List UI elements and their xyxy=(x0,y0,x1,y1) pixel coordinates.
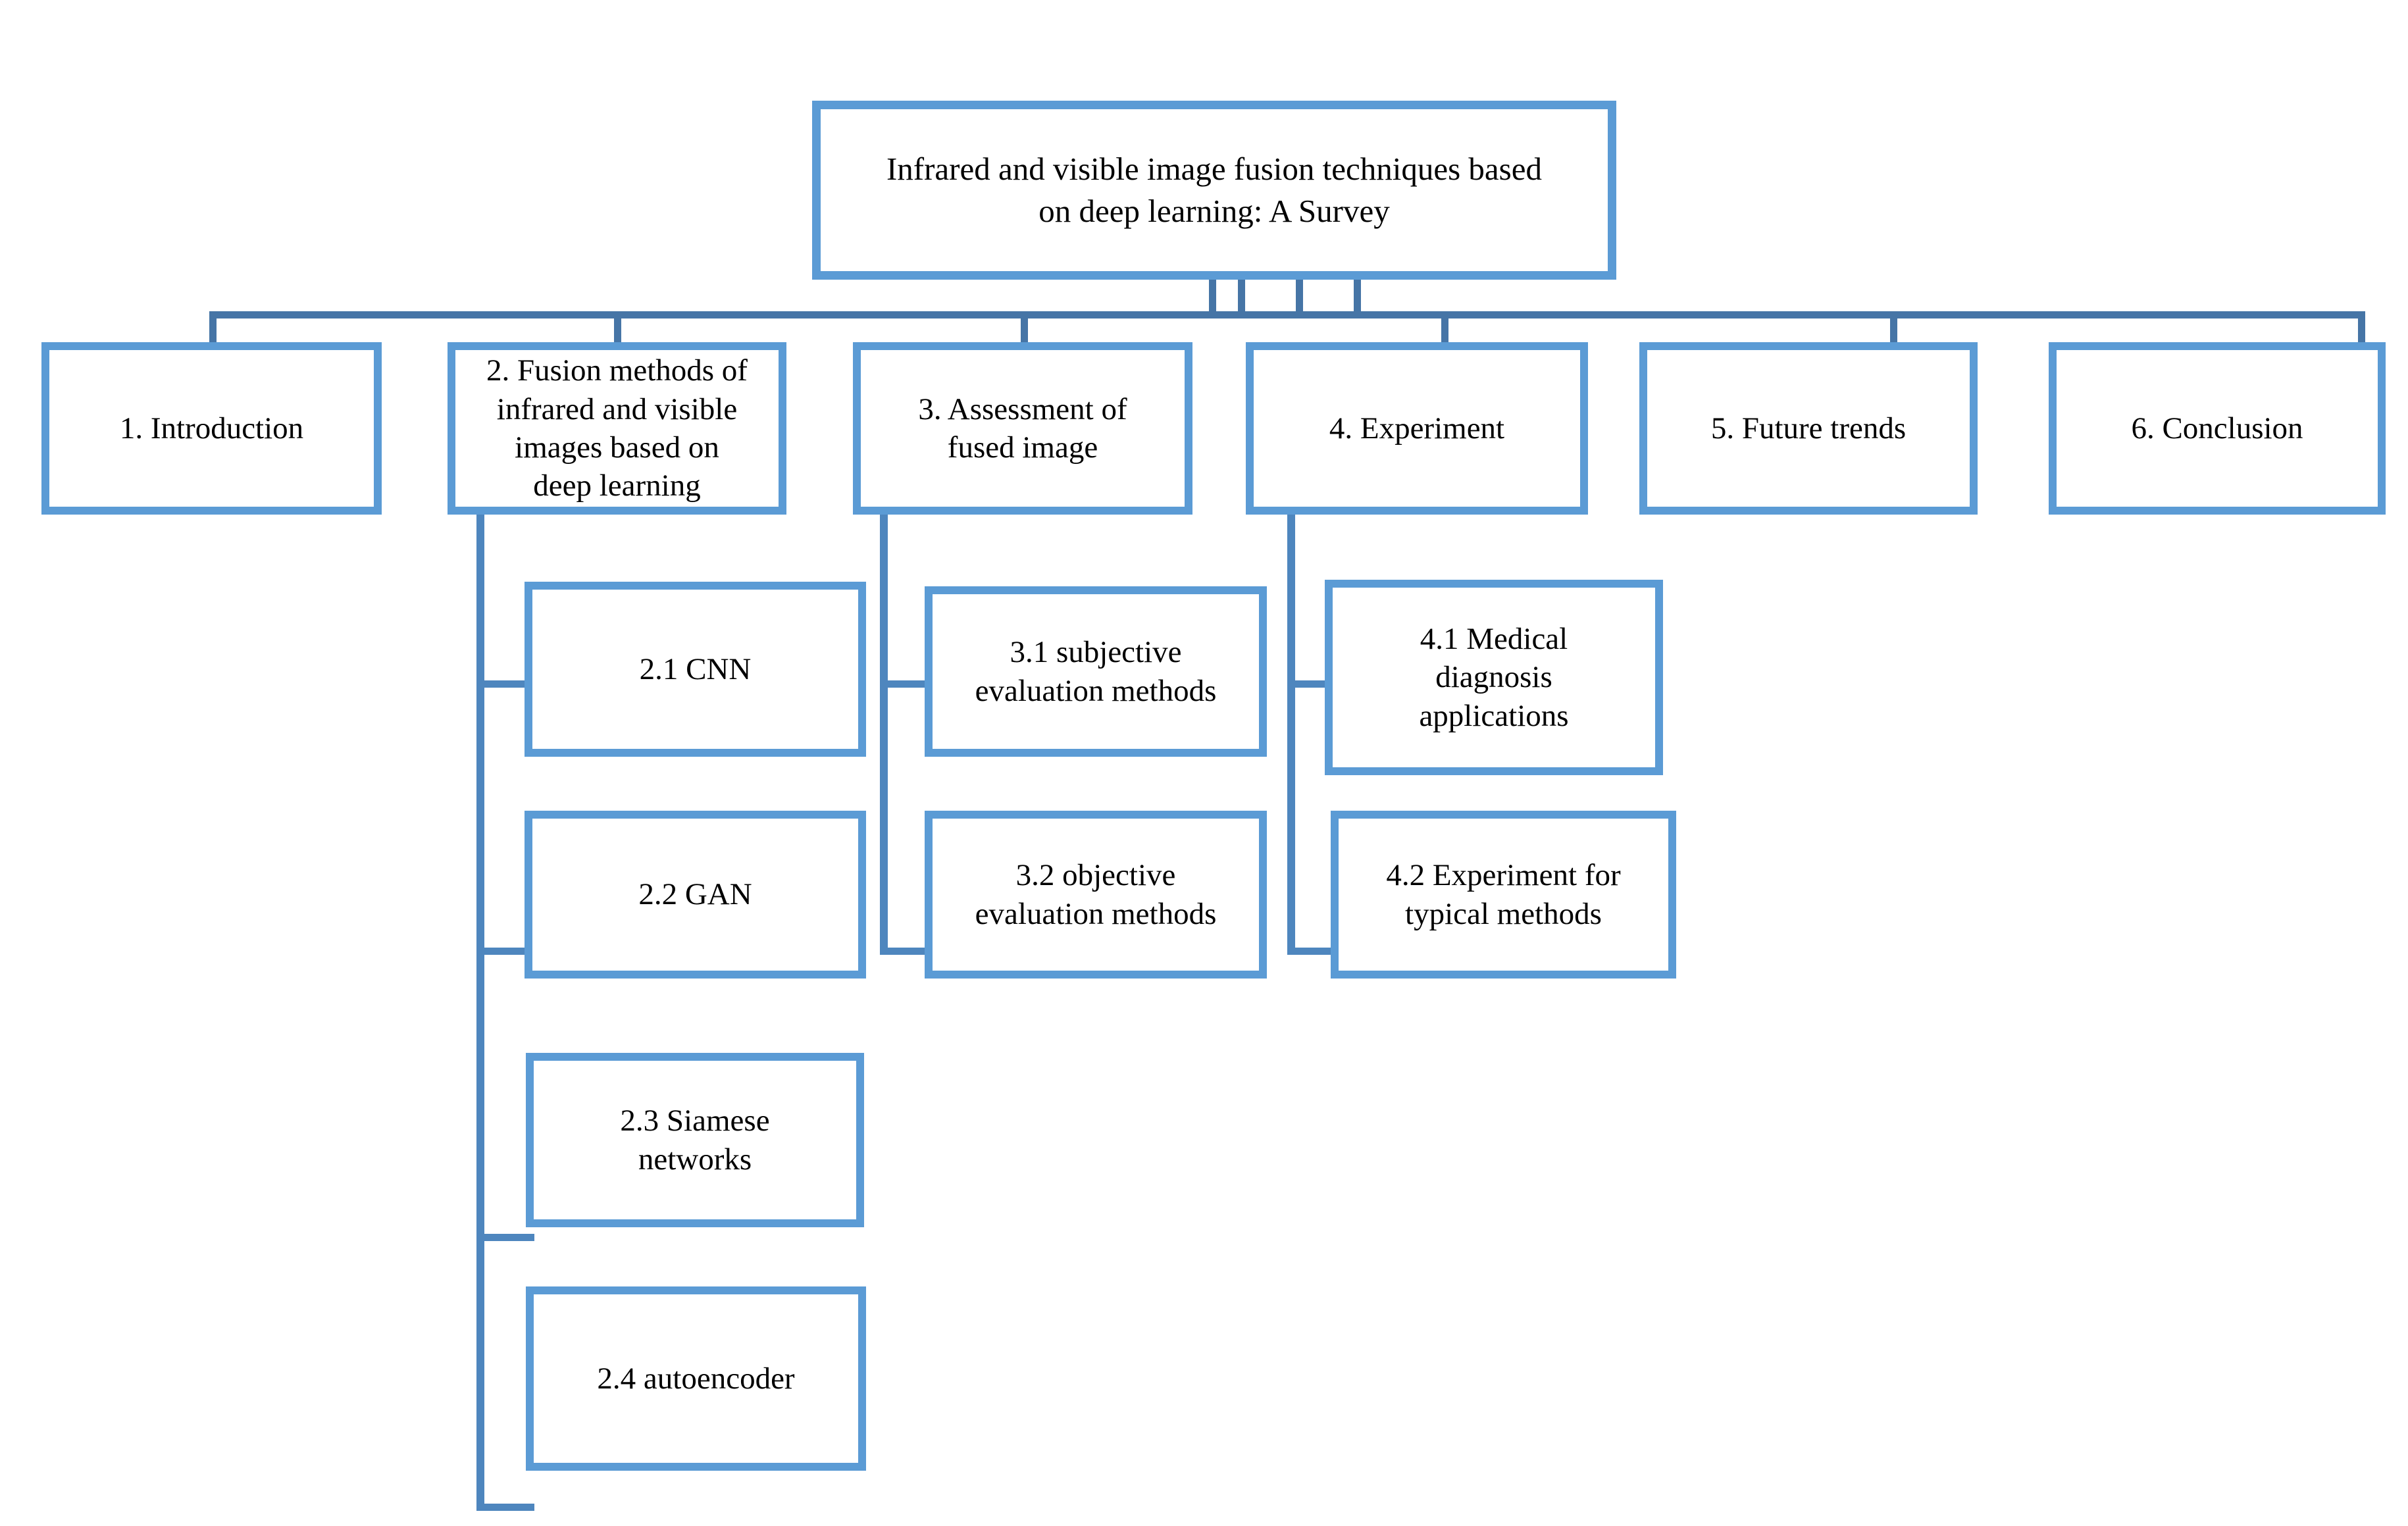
connector-drop-section-6 xyxy=(2358,318,2365,343)
connector-drop-section-4 xyxy=(1441,318,1448,343)
node-root: Infrared and visible image fusion techni… xyxy=(812,101,1616,280)
node-sub-autoencoder: 2.4 autoencoder xyxy=(526,1286,866,1471)
connector-col3-tick-1 xyxy=(888,680,925,688)
node-sub-siamese-networks: 2.3 Siamese networks xyxy=(526,1053,864,1227)
connector-root-stub-4 xyxy=(1354,280,1361,311)
connector-col4-vertical xyxy=(1287,515,1295,955)
node-sub-cnn: 2.1 CNN xyxy=(525,582,866,757)
connector-col4-tick-2 xyxy=(1295,948,1331,955)
node-section-assessment: 3. Assessment of fused image xyxy=(853,342,1192,515)
connector-root-stub-1 xyxy=(1209,280,1216,311)
connector-col2-tick-1 xyxy=(484,680,525,688)
connector-col2-tick-3 xyxy=(484,1234,534,1241)
connector-root-stub-2 xyxy=(1238,280,1245,311)
connector-col2-tick-2 xyxy=(484,948,525,955)
node-section-conclusion: 6. Conclusion xyxy=(2049,342,2386,515)
node-sub-medical-diagnosis: 4.1 Medical diagnosis applications xyxy=(1325,580,1663,775)
node-sub-subjective-evaluation: 3.1 subjective evaluation methods xyxy=(925,586,1267,757)
node-section-introduction: 1. Introduction xyxy=(41,342,382,515)
node-section-fusion-methods: 2. Fusion methods of infrared and visibl… xyxy=(448,342,786,515)
connector-col4-tick-1 xyxy=(1295,680,1325,688)
connector-drop-section-1 xyxy=(209,318,217,343)
node-sub-experiment-typical: 4.2 Experiment for typical methods xyxy=(1331,811,1676,979)
connector-col2-vertical xyxy=(476,515,484,1511)
connector-drop-section-5 xyxy=(1890,318,1897,343)
connector-col2-tick-4 xyxy=(484,1504,534,1511)
node-sub-gan: 2.2 GAN xyxy=(525,811,866,979)
connector-drop-section-3 xyxy=(1021,318,1028,343)
connector-col3-vertical xyxy=(880,515,888,955)
connector-drop-section-2 xyxy=(614,318,621,343)
connector-col3-tick-2 xyxy=(888,948,925,955)
connector-root-stub-3 xyxy=(1296,280,1303,311)
node-section-experiment: 4. Experiment xyxy=(1246,342,1588,515)
node-sub-objective-evaluation: 3.2 objective evaluation methods xyxy=(925,811,1267,979)
node-section-future-trends: 5. Future trends xyxy=(1639,342,1978,515)
connector-trunk-horizontal xyxy=(209,311,2365,318)
